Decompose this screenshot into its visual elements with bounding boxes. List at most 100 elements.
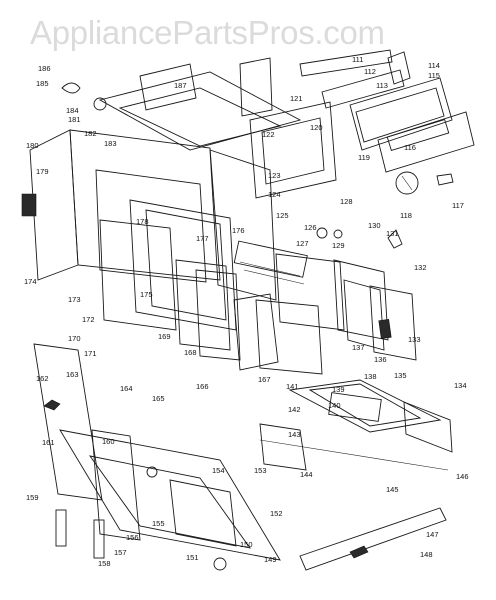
part-label-125: 125 <box>276 211 289 220</box>
part-label-161: 161 <box>42 438 55 447</box>
vent-part <box>21 193 37 217</box>
hinge-part <box>387 229 403 249</box>
part-label-140: 140 <box>328 401 341 410</box>
part-label-155: 155 <box>152 519 165 528</box>
part-label-152: 152 <box>270 509 283 518</box>
clip-part <box>43 399 61 411</box>
part-label-111: 111 <box>352 55 363 64</box>
part-label-182: 182 <box>84 129 97 138</box>
part-label-146: 146 <box>456 472 469 481</box>
part-label-171: 171 <box>84 349 97 358</box>
part-label-142: 142 <box>288 405 301 414</box>
part-label-120: 120 <box>310 123 323 132</box>
part-label-113: 113 <box>376 81 388 90</box>
part-label-176: 176 <box>232 226 245 235</box>
top-frame-assembly <box>98 57 337 199</box>
part-label-117: 117 <box>452 201 464 210</box>
part-label-167: 167 <box>258 375 271 384</box>
part-label-164: 164 <box>120 384 133 393</box>
part-label-149: 149 <box>264 555 277 564</box>
part-label-129: 129 <box>332 241 345 250</box>
leg-part <box>55 509 67 547</box>
base-assembly <box>33 343 281 561</box>
watermark-text: AppliancePartsPros.com <box>30 14 385 51</box>
part-label-121: 121 <box>290 94 303 103</box>
part-label-112: 112 <box>364 67 376 76</box>
part-label-133: 133 <box>408 335 421 344</box>
part-label-134: 134 <box>454 381 467 390</box>
part-label-159: 159 <box>26 493 39 502</box>
part-label-138: 138 <box>364 372 377 381</box>
part-label-173: 173 <box>68 295 81 304</box>
part-label-128: 128 <box>340 197 353 206</box>
knob-insert-part <box>436 173 454 186</box>
part-label-172: 172 <box>82 315 95 324</box>
foot-part <box>349 545 369 559</box>
part-label-136: 136 <box>374 355 387 364</box>
part-label-185: 185 <box>36 79 49 88</box>
part-label-122: 122 <box>262 130 275 139</box>
part-label-124: 124 <box>268 190 281 199</box>
leveler-part <box>213 557 227 571</box>
part-label-131: 131 <box>386 229 399 238</box>
part-label-180: 180 <box>26 141 39 150</box>
part-label-170: 170 <box>68 334 81 343</box>
burner-valve-part <box>146 466 158 478</box>
part-label-158: 158 <box>98 559 111 568</box>
part-label-153: 153 <box>254 466 267 475</box>
part-label-156: 156 <box>126 533 139 542</box>
part-label-132: 132 <box>414 263 427 272</box>
part-label-141: 141 <box>286 382 299 391</box>
fastener-part <box>333 229 343 239</box>
broiler-drawer-assembly <box>259 379 453 471</box>
part-label-145: 145 <box>386 485 399 494</box>
part-label-175: 175 <box>140 290 153 299</box>
part-label-115: 115 <box>428 71 440 80</box>
part-label-123: 123 <box>268 171 281 180</box>
part-label-148: 148 <box>420 550 433 559</box>
rail-part <box>299 507 447 571</box>
leg-part <box>93 519 105 559</box>
control-panel-assembly <box>299 49 475 173</box>
part-label-119: 119 <box>358 153 370 162</box>
part-label-135: 135 <box>394 371 407 380</box>
part-label-178: 178 <box>136 217 149 226</box>
part-label-179: 179 <box>36 167 49 176</box>
part-label-143: 143 <box>288 430 301 439</box>
fastener-part <box>316 227 328 239</box>
door-panels-assembly <box>175 253 417 375</box>
part-label-165: 165 <box>152 394 165 403</box>
part-label-174: 174 <box>24 277 37 286</box>
part-label-126: 126 <box>304 223 317 232</box>
part-label-187: 187 <box>174 81 187 90</box>
part-label-169: 169 <box>158 332 171 341</box>
part-label-168: 168 <box>184 348 197 357</box>
part-label-130: 130 <box>368 221 381 230</box>
part-label-147: 147 <box>426 530 439 539</box>
part-label-177: 177 <box>196 234 209 243</box>
part-label-163: 163 <box>66 370 79 379</box>
lamp-part <box>61 82 81 94</box>
part-label-116: 116 <box>404 143 416 152</box>
small-bracket-part <box>93 97 107 111</box>
part-label-184: 184 <box>66 106 79 115</box>
part-label-157: 157 <box>114 548 127 557</box>
part-label-181: 181 <box>68 115 81 124</box>
part-label-118: 118 <box>400 211 412 220</box>
part-label-151: 151 <box>186 553 199 562</box>
part-label-150: 150 <box>240 540 253 549</box>
part-label-144: 144 <box>300 470 313 479</box>
part-label-127: 127 <box>296 239 309 248</box>
part-label-154: 154 <box>212 466 225 475</box>
part-label-166: 166 <box>196 382 209 391</box>
part-label-186: 186 <box>38 64 51 73</box>
oven-cavity-assembly <box>129 199 308 331</box>
part-label-139: 139 <box>332 385 345 394</box>
part-label-114: 114 <box>428 61 440 70</box>
part-label-183: 183 <box>104 139 117 148</box>
knob-part <box>395 171 419 195</box>
part-label-160: 160 <box>102 437 115 446</box>
